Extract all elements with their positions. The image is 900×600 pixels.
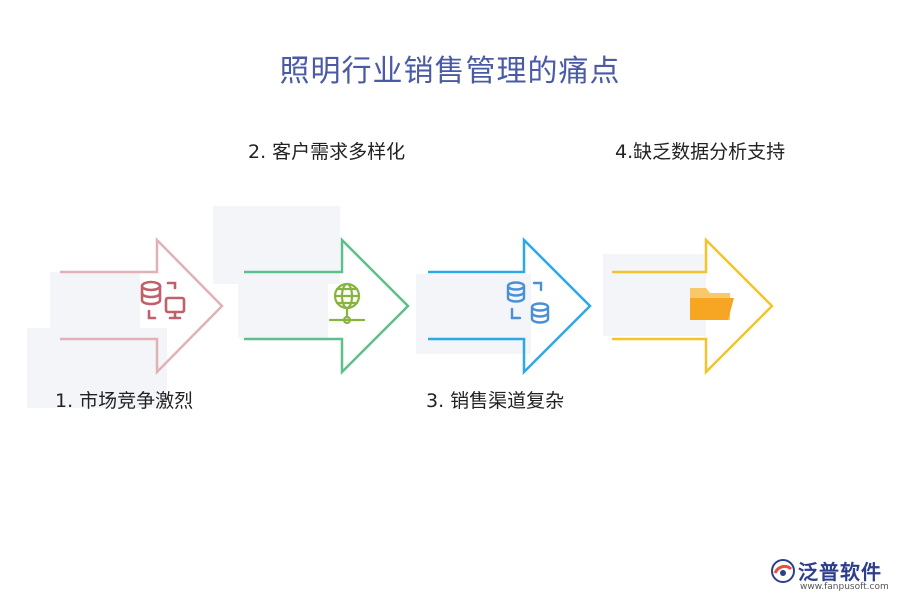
page-title: 照明行业销售管理的痛点 [279, 54, 621, 89]
brand-url: www.fanpusoft.com [800, 582, 889, 592]
database-monitor-icon [140, 280, 186, 320]
brand-name: 泛普软件 [798, 560, 882, 584]
gray-block-4 [603, 254, 706, 336]
arrow-4 [612, 236, 774, 376]
step-label-2: 2. 客户需求多样化 [248, 141, 406, 163]
step-label-1: 1. 市场竞争激烈 [55, 390, 194, 412]
brand-logo-icon [771, 559, 795, 583]
step-label-4: 4.缺乏数据分析支持 [615, 141, 786, 163]
database-sync-icon [506, 281, 550, 324]
step-label-3: 3. 销售渠道复杂 [426, 390, 565, 412]
gray-block-1b [27, 328, 167, 408]
gray-block-2b [238, 283, 328, 338]
globe-network-icon [328, 282, 366, 325]
gray-block-1a [50, 272, 140, 332]
folder-icon [690, 288, 734, 320]
arrow-3 [428, 236, 592, 376]
arrow-2 [244, 236, 410, 376]
arrow-1 [60, 236, 224, 376]
